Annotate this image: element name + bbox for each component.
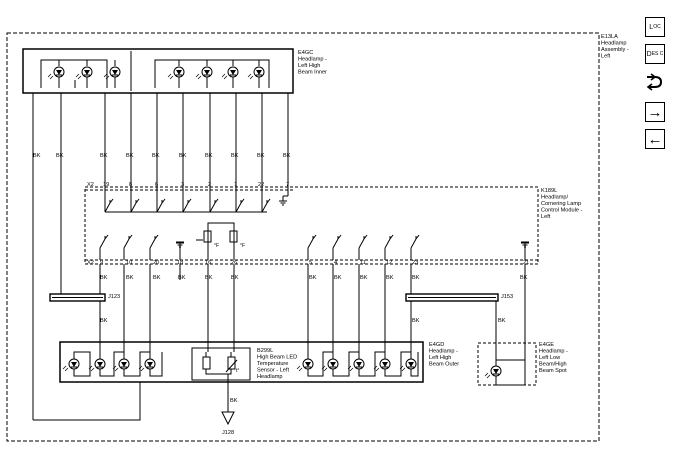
svg-text:BK: BK xyxy=(498,318,506,324)
k189l-label: K189L Headlamp/ Cornering Lamp Control M… xyxy=(541,188,584,220)
svg-text:BK: BK xyxy=(309,275,317,281)
bottom-connector-id: X2 xyxy=(87,260,94,266)
top-switches xyxy=(104,198,271,213)
svg-text:5: 5 xyxy=(309,260,312,266)
svg-text:BK: BK xyxy=(334,275,342,281)
e4gd-box xyxy=(59,341,424,383)
svg-text:1: 1 xyxy=(234,182,237,188)
e4gd-label: E4GD Headlamp - Left High Beam Outer xyxy=(429,342,459,368)
e4gc-leds xyxy=(47,66,265,80)
k189l-box xyxy=(84,186,539,265)
svg-text:BK: BK xyxy=(126,275,134,281)
svg-text:16: 16 xyxy=(205,260,211,266)
svg-text:°F: °F xyxy=(240,243,245,249)
svg-text:BK: BK xyxy=(205,153,213,159)
svg-text:7: 7 xyxy=(286,182,289,188)
svg-text:BK: BK xyxy=(205,275,213,281)
svg-text:4: 4 xyxy=(334,260,337,266)
svg-text:19: 19 xyxy=(103,182,109,188)
wire-icon-button[interactable] xyxy=(645,71,667,91)
svg-text:°F: °F xyxy=(214,243,219,249)
e4gc-wire-labels: BK BK BK BK BK BK BK BK BK BK xyxy=(33,153,291,159)
svg-text:26: 26 xyxy=(231,260,237,266)
svg-text:BK: BK xyxy=(33,153,41,159)
e4ge-box xyxy=(477,342,537,386)
svg-text:BK: BK xyxy=(100,275,108,281)
arrow-right-icon: → xyxy=(647,103,663,121)
bottom-pin-labels: 9 10 20 18 16 26 5 4 11 12 23 21 xyxy=(100,260,529,266)
svg-text:BK: BK xyxy=(386,275,394,281)
svg-text:BK: BK xyxy=(360,275,368,281)
svg-text:22: 22 xyxy=(258,182,264,188)
svg-text:11: 11 xyxy=(360,260,366,266)
svg-text:3: 3 xyxy=(181,182,184,188)
b299l-label: B299L High Beam LED Temperature Sensor -… xyxy=(257,348,299,380)
e4gd-leds xyxy=(62,358,417,372)
svg-text:t°: t° xyxy=(236,368,239,374)
svg-text:8: 8 xyxy=(129,182,132,188)
svg-text:BK: BK xyxy=(153,275,161,281)
svg-text:BK: BK xyxy=(412,318,420,324)
svg-text:21: 21 xyxy=(523,260,529,266)
svg-text:BK: BK xyxy=(126,153,134,159)
svg-text:BK: BK xyxy=(231,153,239,159)
svg-text:BK: BK xyxy=(152,153,160,159)
svg-text:12: 12 xyxy=(386,260,392,266)
svg-text:BK: BK xyxy=(179,153,187,159)
svg-text:BK: BK xyxy=(100,153,108,159)
svg-text:J153: J153 xyxy=(501,294,513,300)
module-wire-labels: BK BK BK BK BK BK BK BK BK BK BK BK xyxy=(100,275,528,281)
svg-text:BK: BK xyxy=(412,275,420,281)
svg-text:BK: BK xyxy=(100,318,108,324)
svg-text:20: 20 xyxy=(153,260,159,266)
arrow-left-icon: ← xyxy=(647,130,663,148)
svg-text:9: 9 xyxy=(100,260,103,266)
e4ge-led xyxy=(484,365,502,379)
svg-text:BK: BK xyxy=(56,153,64,159)
prev-button[interactable]: ← xyxy=(645,129,665,149)
svg-text:23: 23 xyxy=(412,260,418,266)
svg-text:2: 2 xyxy=(208,182,211,188)
svg-text:18: 18 xyxy=(177,260,183,266)
assembly-border xyxy=(6,32,600,442)
svg-text:BK: BK xyxy=(231,275,239,281)
e4gc-box xyxy=(22,48,294,94)
svg-text:BK: BK xyxy=(283,153,291,159)
svg-text:6: 6 xyxy=(155,182,158,188)
svg-text:10: 10 xyxy=(126,260,132,266)
top-pin-labels: 19 8 6 3 2 1 22 7 xyxy=(103,182,289,188)
e4gc-label: E4GC Headlamp - Left High Beam Inner xyxy=(298,50,328,76)
svg-text:BK: BK xyxy=(178,275,186,281)
wire-bend-icon xyxy=(646,73,663,91)
next-button[interactable]: → xyxy=(645,102,665,122)
svg-text:BK: BK xyxy=(230,398,238,404)
svg-text:J123: J123 xyxy=(108,294,120,300)
assembly-label: E13LA Headlamp Assembly - Left xyxy=(601,34,630,60)
svg-text:BK: BK xyxy=(257,153,265,159)
top-connector-id: X2 xyxy=(87,182,94,188)
svg-text:BK: BK xyxy=(520,275,528,281)
bottom-switches xyxy=(99,234,420,249)
e4ge-label: E4GE Headlamp - Left Low Beam/High Beam … xyxy=(539,342,569,374)
b299l-box xyxy=(191,347,251,381)
svg-text:J128: J128 xyxy=(222,430,234,436)
